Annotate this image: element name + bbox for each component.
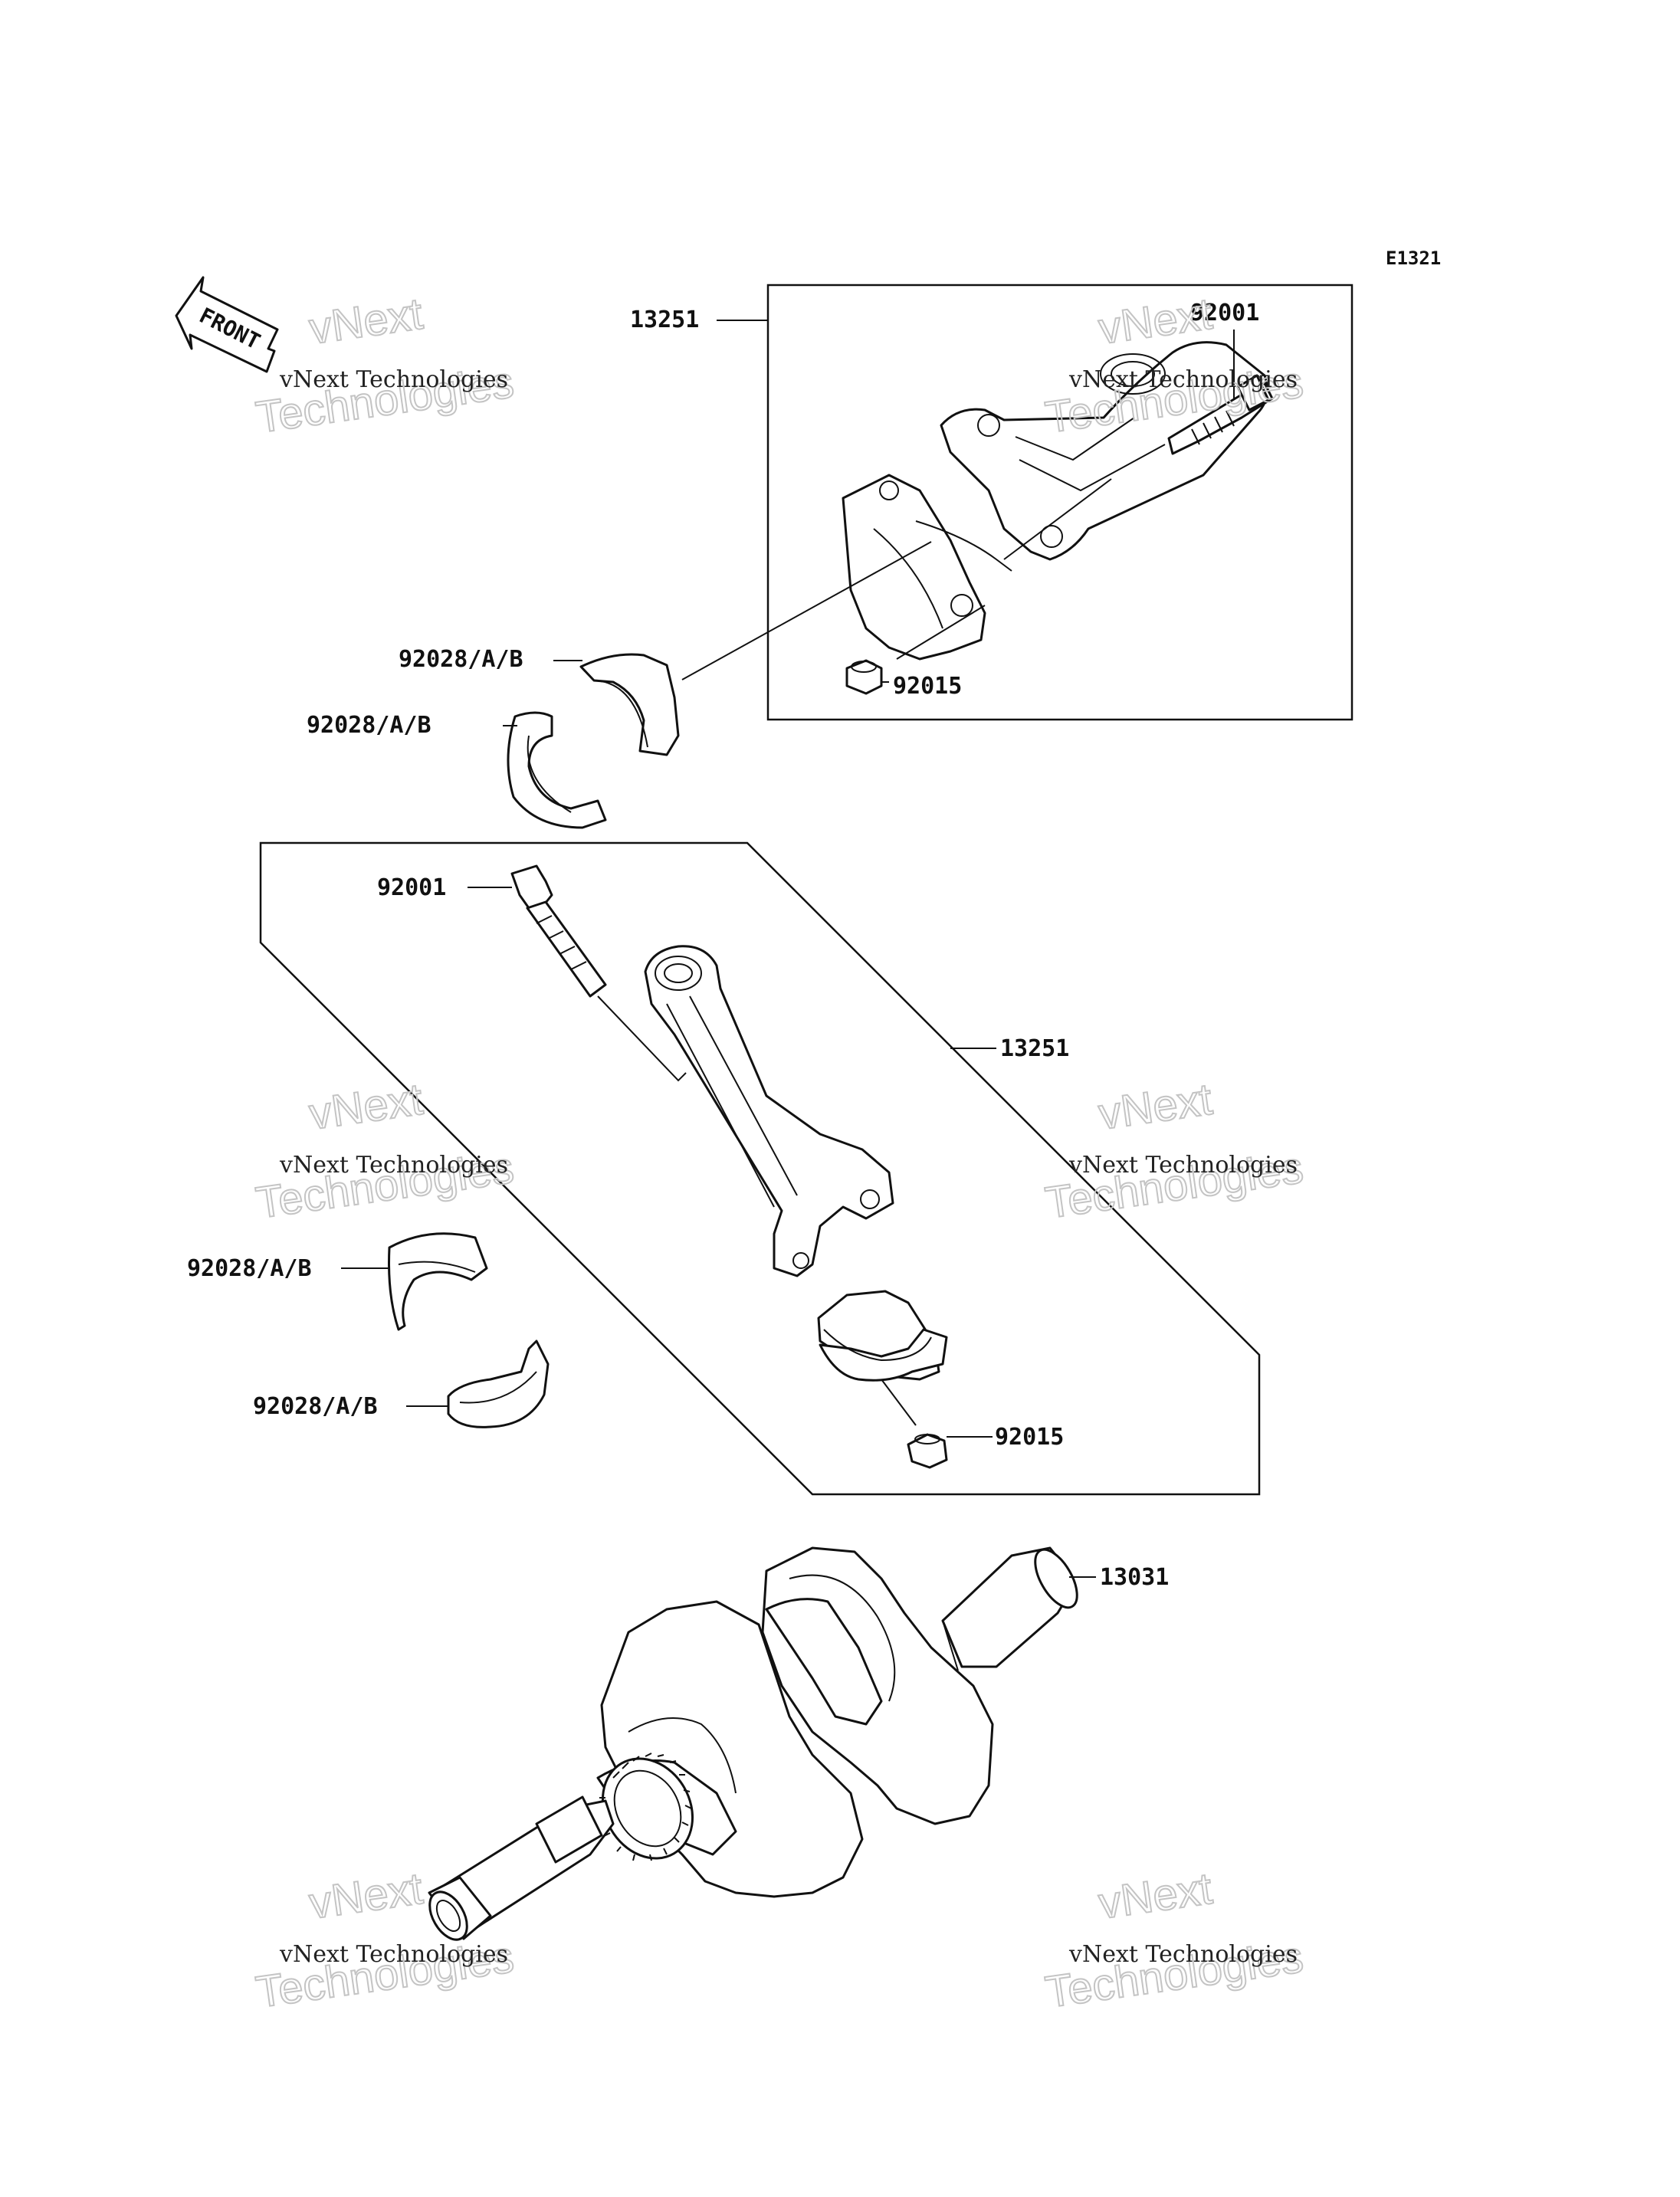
watermark-text: vNext Technologies [1068,1941,1298,1968]
front-arrow-icon: FRONT [175,276,279,373]
upper-nut [845,659,883,695]
lower-bearing-shell-a [388,1232,488,1331]
watermark-text: vNext Technologies [1068,366,1298,393]
watermark-text: vNext Technologies [279,1941,508,1968]
label-lower-rod: 13251 [1000,1035,1069,1062]
watermark-ghost: vNext [307,289,426,354]
label-lower-bearing-b: 92028/A/B [253,1393,378,1420]
watermark-ghost: vNext [307,1864,426,1929]
upper-rod-group [681,284,1354,721]
watermark-text: vNext Technologies [279,1152,508,1179]
lower-bearing-shell-b [447,1340,550,1428]
upper-connecting-rod [940,341,1268,561]
watermark-mid-left: vNext Technologies vNext Technologies [252,1074,517,1229]
lower-rod-group [259,841,1261,1496]
watermark-text: vNext Technologies [1068,1152,1298,1179]
label-lower-bearing-a: 92028/A/B [187,1255,312,1282]
label-crankshaft: 13031 [1100,1564,1169,1591]
label-upper-bearing-b: 92028/A/B [307,712,431,739]
diagram-code: E1321 [1386,248,1441,269]
watermark-ghost: vNext [307,1074,426,1139]
lower-connecting-rod [644,945,894,1277]
watermark-bottom-right: vNext Technologies vNext Technologies [1042,1863,1307,2018]
label-upper-nut: 92015 [893,673,962,700]
crank-gear [599,1753,694,1861]
lower-rod-box [259,841,1261,1496]
upper-bolt [1167,374,1274,455]
label-upper-bolt: 92001 [1190,300,1259,326]
label-lower-nut: 92015 [995,1424,1064,1451]
upper-bearing-shell-b [507,711,607,829]
watermark-ghost: vNext [1096,1074,1216,1139]
watermark-mid-right: vNext Technologies vNext Technologies [1042,1074,1307,1229]
leader-lines [341,320,1235,1578]
label-upper-bearing-a: 92028/A/B [399,646,523,673]
upper-rod-cap [842,474,1012,661]
crankshaft [428,1546,1078,1941]
lower-bolt [510,864,607,998]
label-upper-rod: 13251 [630,307,699,333]
label-lower-bolt: 92001 [377,874,446,901]
upper-rod-box [766,284,1354,721]
lower-rod-cap [817,1290,948,1382]
watermark-ghost: vNext [1096,1864,1216,1929]
lower-nut [907,1433,948,1469]
watermark-text: vNext Technologies [279,366,508,393]
watermark-top-left: vNext Technologies vNext Technologies [252,288,517,444]
upper-bearing-shell-a [579,653,680,756]
